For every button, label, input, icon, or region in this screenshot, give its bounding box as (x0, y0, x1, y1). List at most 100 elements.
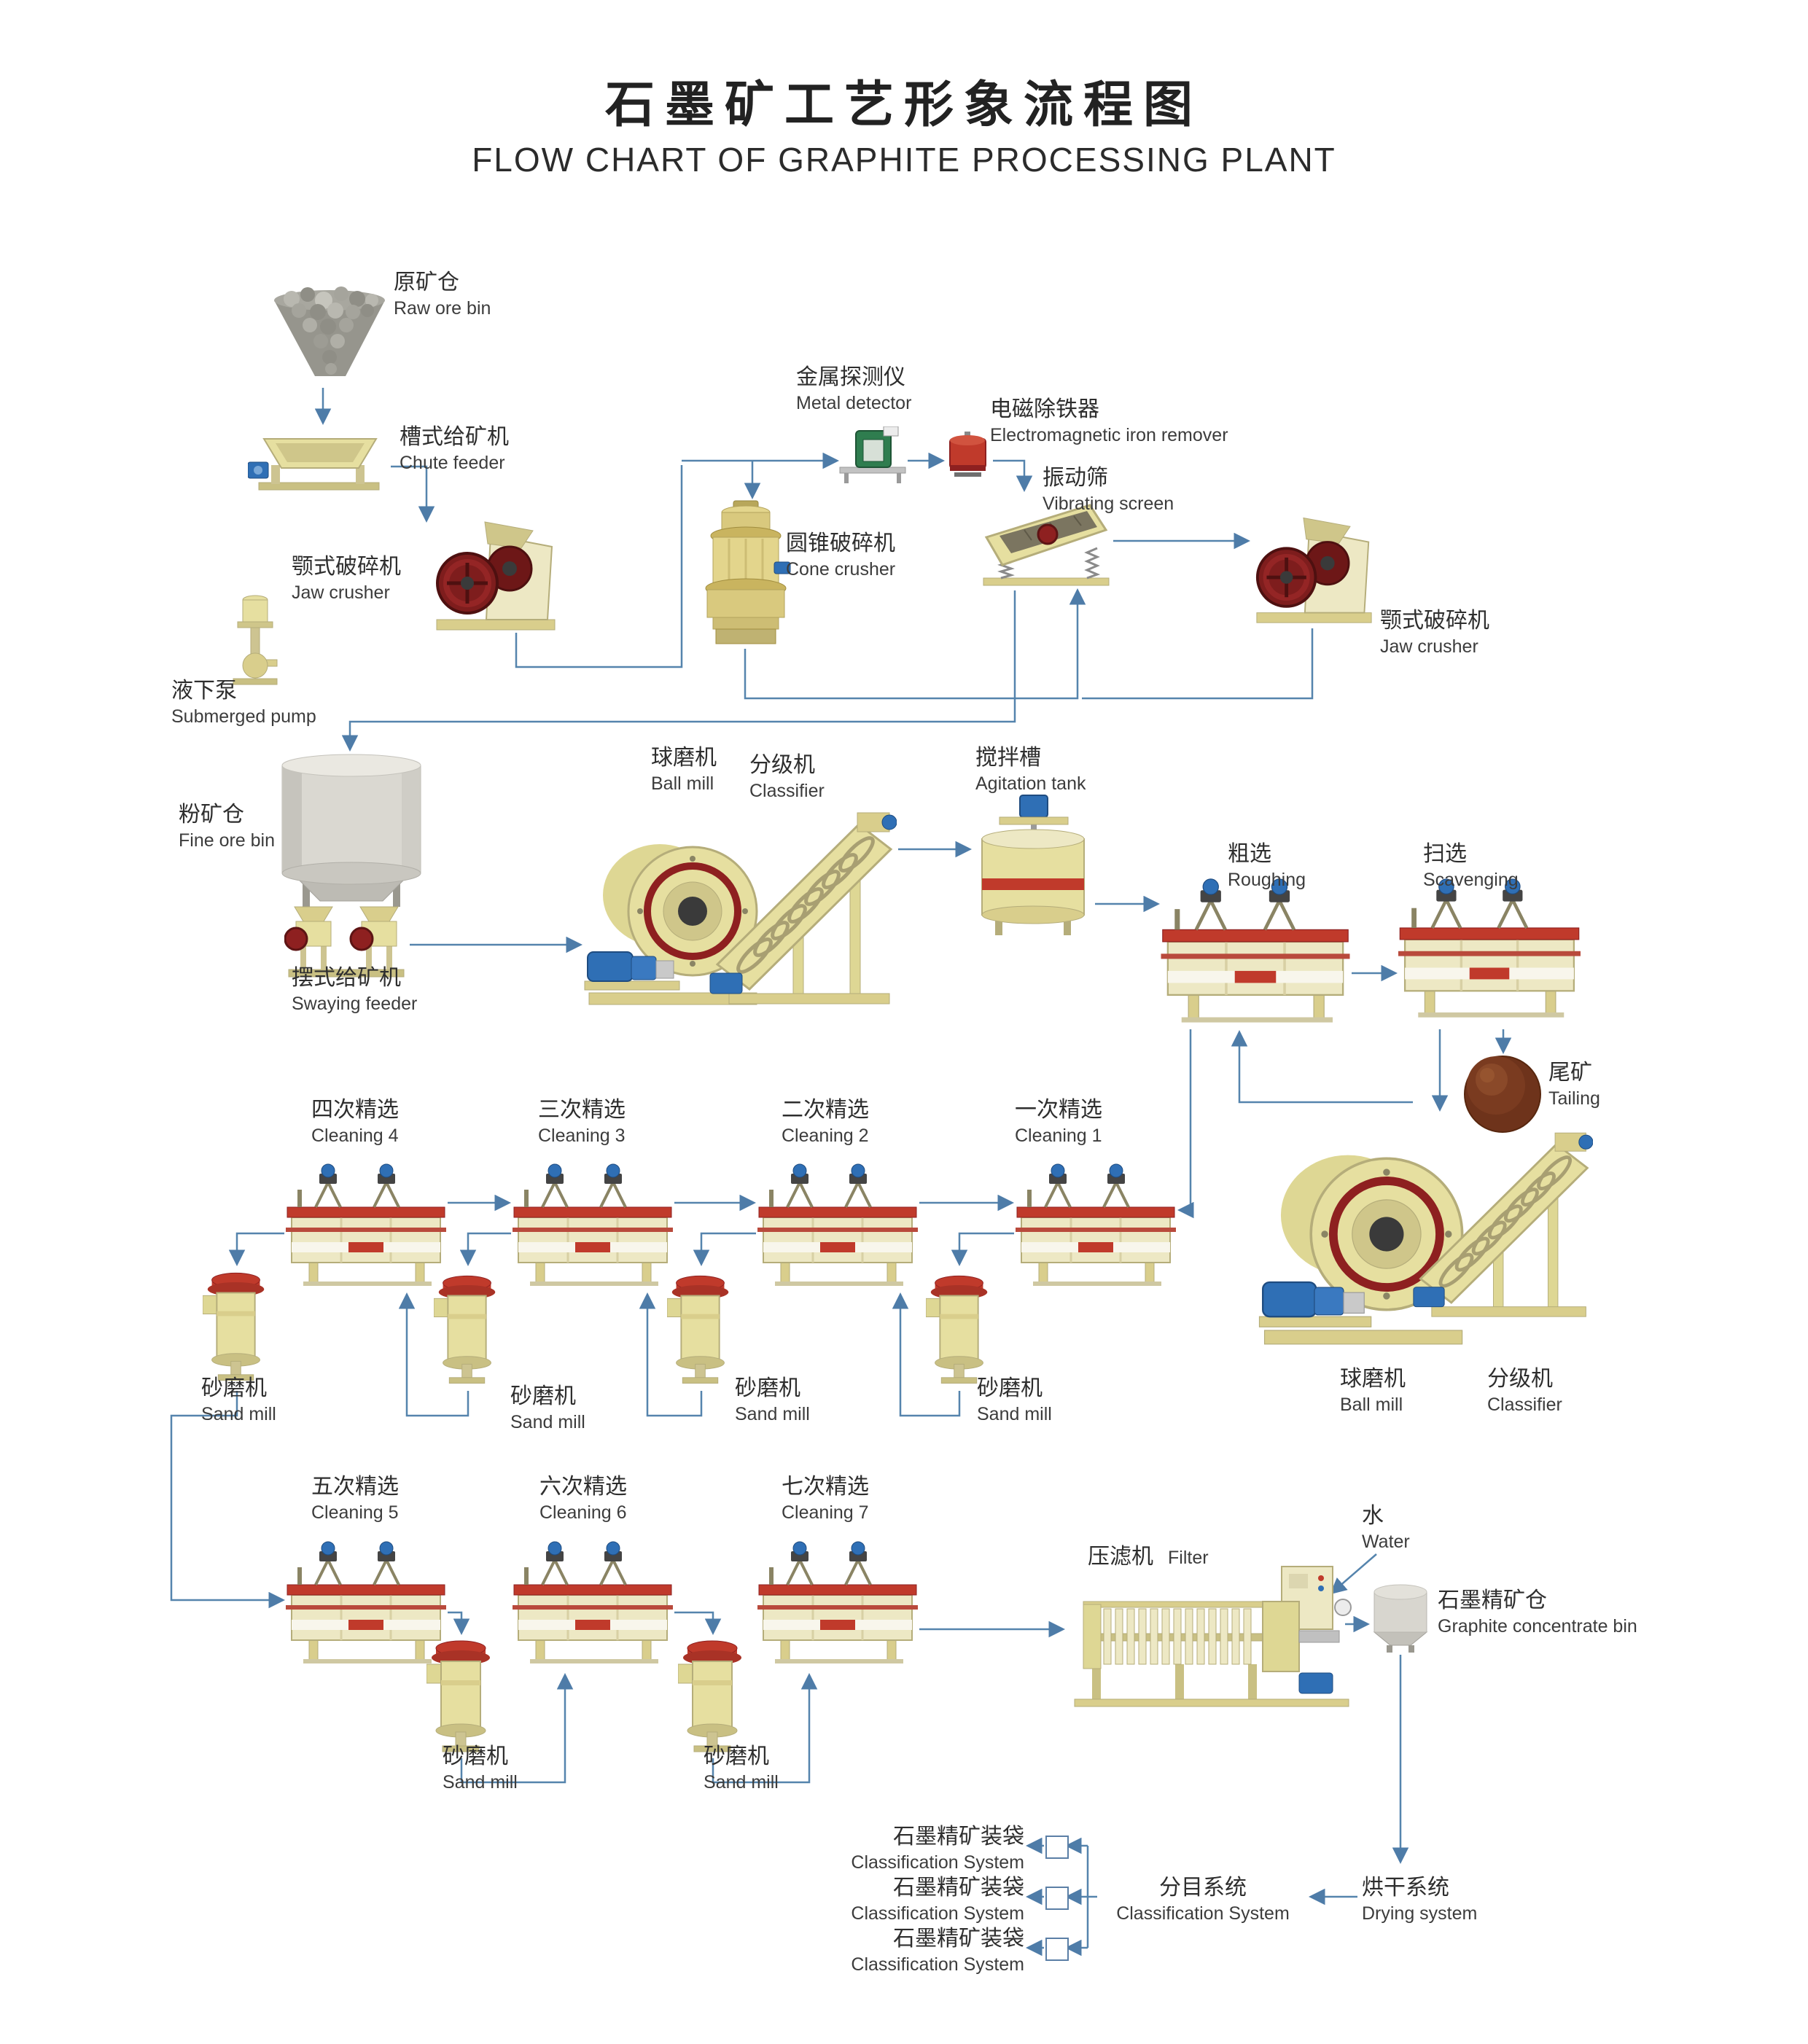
scavenging-zh: 扫选 (1423, 842, 1467, 866)
fine-ore-bin-en: Fine ore bin (179, 830, 276, 851)
bagging-2-en: Classification System (851, 1903, 1024, 1924)
label-cleaning-5: 五次精选 Cleaning 5 (311, 1472, 399, 1525)
machine-classifier-2 (1411, 1088, 1593, 1350)
machine-flotation-cleaning-3 (513, 1161, 673, 1292)
swaying-feeder-en: Swaying feeder (292, 994, 418, 1014)
page-title-zh: 石墨矿工艺形象流程图 (604, 77, 1203, 133)
submerged-pump-en: Submerged pump (171, 706, 316, 727)
label-swaying-feeder: 摆式给矿机 Swaying feeder (292, 964, 417, 1016)
cleaning-6-en: Cleaning 6 (539, 1502, 627, 1523)
sand-mill-f-en: Sand mill (704, 1772, 779, 1793)
sand-mill-c-zh: 砂磨机 (735, 1376, 800, 1400)
bagging-2-zh: 石墨精矿装袋 (893, 1876, 1024, 1900)
machine-flotation-scavenging (1398, 875, 1581, 1024)
cone-crusher-en: Cone crusher (786, 559, 896, 580)
drying-zh: 烘干系统 (1362, 1876, 1449, 1900)
machine-raw-ore-pile (270, 284, 390, 386)
cleaning-7-en: Cleaning 7 (782, 1502, 869, 1523)
label-tailing: 尾矿 Tailing (1548, 1058, 1600, 1111)
machine-flotation-cleaning-4 (286, 1161, 446, 1292)
vibrating-screen-en: Vibrating screen (1043, 494, 1174, 514)
label-submerged-pump: 液下泵 Submerged pump (171, 676, 316, 729)
machine-jaw-crusher-2 (1250, 507, 1378, 627)
machine-sand-mill-c (667, 1268, 734, 1389)
filter-en: Filter (1168, 1548, 1209, 1568)
water-zh: 水 (1362, 1504, 1384, 1528)
machine-metal-detector (838, 426, 908, 485)
jaw-crusher-2-zh: 颚式破碎机 (1380, 609, 1489, 633)
bagging-1-zh: 石墨精矿装袋 (893, 1825, 1024, 1849)
label-fine-ore-bin: 粉矿仓 Fine ore bin (179, 800, 275, 853)
label-sand-mill-b: 砂磨机 Sand mill (510, 1382, 585, 1435)
sand-mill-a-en: Sand mill (201, 1404, 276, 1424)
iron-remover-zh: 电磁除铁器 (990, 397, 1099, 421)
classifier-1-en: Classifier (749, 781, 825, 801)
ball-mill-1-zh: 球磨机 (651, 746, 717, 770)
machine-flotation-cleaning-2 (757, 1161, 918, 1292)
label-ball-mill-1: 球磨机 Ball mill (651, 744, 717, 796)
jaw-crusher-2-en: Jaw crusher (1380, 636, 1478, 657)
machine-concentrate-bin (1371, 1583, 1430, 1653)
label-sand-mill-e: 砂磨机 Sand mill (443, 1742, 518, 1795)
label-cleaning-2: 二次精选 Cleaning 2 (782, 1096, 869, 1148)
concentrate-bin-en: Graphite concentrate bin (1438, 1616, 1637, 1637)
classifier-2-zh: 分级机 (1487, 1367, 1553, 1391)
label-classification-system: 分目系统 Classification System (1101, 1873, 1305, 1926)
label-drying-system: 烘干系统 Drying system (1362, 1873, 1477, 1926)
machine-filter-press (1066, 1564, 1357, 1709)
sand-mill-e-zh: 砂磨机 (443, 1744, 508, 1768)
cleaning-1-en: Cleaning 1 (1015, 1126, 1102, 1146)
roughing-zh: 粗选 (1228, 842, 1271, 866)
label-cleaning-4: 四次精选 Cleaning 4 (311, 1096, 399, 1148)
drying-en: Drying system (1362, 1903, 1478, 1924)
classification-zh: 分目系统 (1159, 1876, 1247, 1900)
machine-classifier-1 (707, 791, 897, 1013)
label-sand-mill-f: 砂磨机 Sand mill (704, 1742, 779, 1795)
submerged-pump-zh: 液下泵 (171, 679, 237, 703)
swaying-feeder-zh: 摆式给矿机 (292, 966, 401, 990)
jaw-crusher-1-en: Jaw crusher (292, 582, 390, 603)
ball-mill-2-zh: 球磨机 (1340, 1367, 1406, 1391)
sand-mill-d-en: Sand mill (977, 1404, 1052, 1424)
machine-agitation-tank (973, 791, 1094, 937)
cleaning-3-zh: 三次精选 (538, 1098, 626, 1122)
tailing-zh: 尾矿 (1548, 1061, 1592, 1085)
label-water: 水 Water (1362, 1502, 1410, 1554)
machine-sand-mill-a (203, 1265, 270, 1386)
classifier-1-zh: 分级机 (749, 753, 815, 777)
machine-sand-mill-f (678, 1635, 747, 1755)
machine-jaw-crusher-1 (434, 510, 558, 634)
label-bagging-1: 石墨精矿装袋 Classification System (769, 1822, 1024, 1875)
cleaning-6-zh: 六次精选 (539, 1475, 627, 1499)
label-sand-mill-d: 砂磨机 Sand mill (977, 1374, 1052, 1427)
cleaning-2-zh: 二次精选 (782, 1098, 869, 1122)
label-jaw-crusher-1: 颚式破碎机 Jaw crusher (292, 553, 401, 605)
machine-flotation-cleaning-6 (513, 1534, 673, 1673)
sand-mill-e-en: Sand mill (443, 1772, 518, 1793)
label-vibrating-screen: 振动筛 Vibrating screen (1043, 464, 1174, 516)
label-iron-remover: 电磁除铁器 Electromagnetic iron remover (990, 395, 1228, 448)
machine-iron-remover (944, 432, 991, 481)
fine-ore-bin-zh: 粉矿仓 (179, 803, 244, 827)
cleaning-4-zh: 四次精选 (311, 1098, 399, 1122)
bagging-1-en: Classification System (851, 1852, 1024, 1873)
machine-sand-mill-e (426, 1635, 496, 1755)
label-jaw-crusher-2: 颚式破碎机 Jaw crusher (1380, 606, 1489, 659)
jaw-crusher-1-zh: 颚式破碎机 (292, 555, 401, 579)
label-agitation-tank: 搅拌槽 Agitation tank (975, 744, 1086, 796)
label-scavenging: 扫选 Scavenging (1423, 840, 1519, 892)
cleaning-7-zh: 七次精选 (782, 1475, 869, 1499)
chute-feeder-en: Chute feeder (400, 453, 505, 473)
cleaning-1-zh: 一次精选 (1015, 1098, 1102, 1122)
label-metal-detector: 金属探测仪 Metal detector (796, 363, 911, 416)
ball-mill-2-en: Ball mill (1340, 1394, 1403, 1415)
label-roughing: 粗选 Roughing (1228, 840, 1306, 892)
raw-ore-bin-zh: 原矿仓 (394, 270, 459, 294)
classifier-2-en: Classifier (1487, 1394, 1562, 1415)
machine-flotation-cleaning-1 (1016, 1161, 1176, 1292)
machine-cone-crusher (700, 499, 791, 652)
tailing-en: Tailing (1548, 1088, 1600, 1109)
bagging-3-en: Classification System (851, 1954, 1024, 1975)
